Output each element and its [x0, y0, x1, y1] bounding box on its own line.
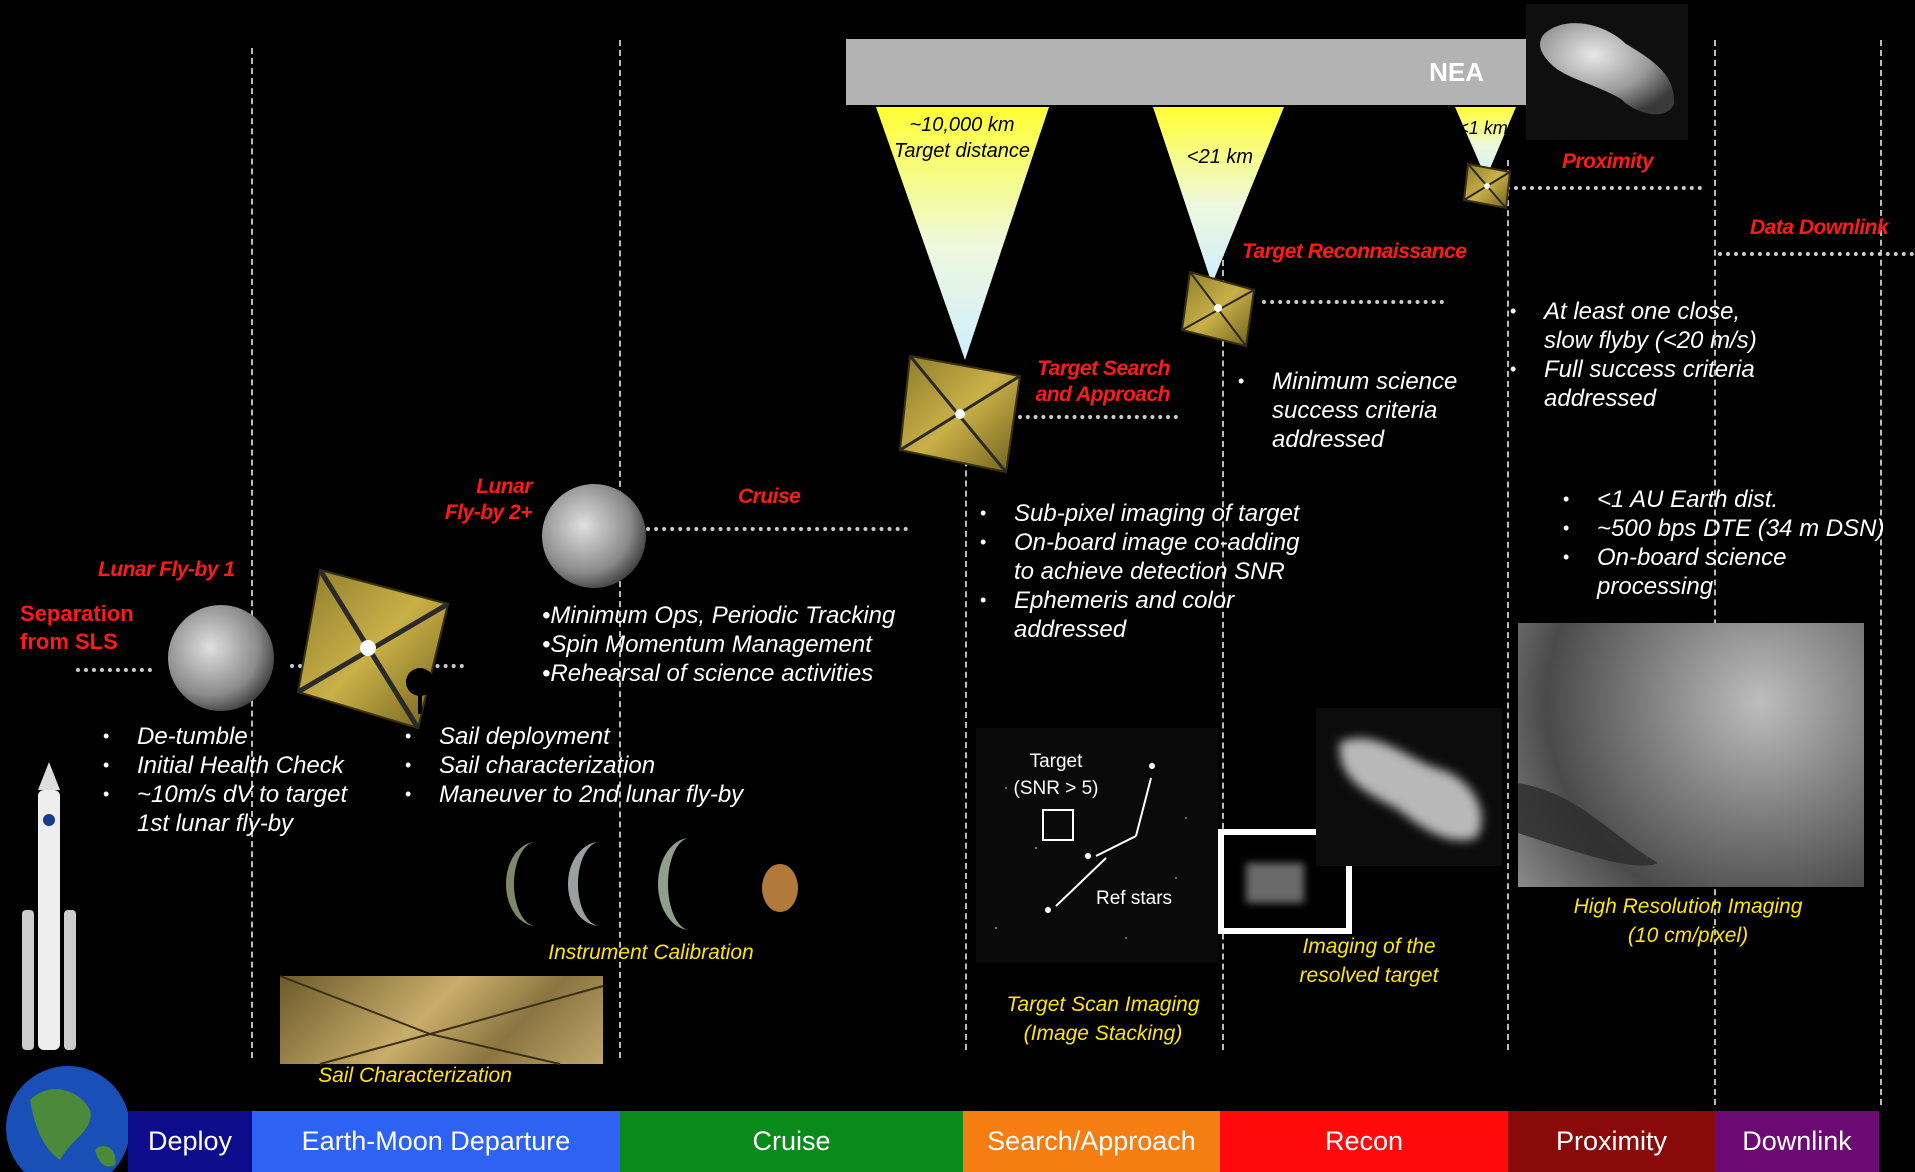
label-data-downlink: Data Downlink [1750, 216, 1889, 239]
sail-photo [279, 975, 604, 1065]
phase-proximity: Proximity [1508, 1111, 1715, 1172]
phase-downlink: Downlink [1715, 1111, 1879, 1172]
divider-cruise [965, 400, 967, 1050]
divider-search [1222, 250, 1224, 1050]
calibration-images [506, 838, 798, 930]
bullets-deploy: De-tumble Initial Health Check ~10m/s dV… [103, 722, 363, 838]
divider-recon [1507, 160, 1509, 1050]
phase-earth-moon-departure: Earth-Moon Departure [252, 1111, 620, 1172]
traj-4 [1018, 415, 1178, 419]
caption-sail: Sail Characterization [318, 1064, 512, 1087]
traj-1 [76, 668, 152, 672]
nea-label: NEA [1429, 57, 1484, 87]
sail-departure [296, 568, 450, 730]
label-target-recon: Target Reconnaissance [1242, 240, 1467, 263]
cone-recon [1153, 107, 1284, 284]
bullets-search: Sub-pixel imaging of target On-board ima… [980, 499, 1320, 644]
cone-proximity-label: <1 km [1458, 118, 1508, 138]
ref-stars-label: Ref stars [1096, 888, 1173, 909]
asteroid-image [1526, 4, 1688, 140]
traj-5 [1262, 300, 1444, 304]
phase-search-approach: Search/Approach [963, 1111, 1220, 1172]
star-field-image: Target(SNR > 5) Ref stars [976, 728, 1218, 962]
bullets-proximity: At least one close, slow flyby (<20 m/s)… [1510, 297, 1810, 413]
phase-cruise: Cruise [620, 1111, 963, 1172]
cone-search [876, 107, 1049, 360]
caption-high-res: High Resolution Imaging(10 cm/pixel) [1573, 895, 1803, 947]
bullets-cruise: •Minimum Ops, Periodic Tracking •Spin Mo… [542, 602, 896, 687]
moon-1 [168, 605, 274, 711]
label-lunar-flyby-1: Lunar Fly-by 1 [98, 558, 235, 581]
phase-deploy: Deploy [128, 1111, 252, 1172]
cone-recon-label: <21 km [1186, 146, 1254, 168]
traj-3 [638, 527, 908, 531]
sail-recon [1180, 270, 1256, 348]
cone-proximity [1455, 107, 1516, 178]
label-cruise: Cruise [738, 485, 801, 508]
traj-6 [1506, 186, 1702, 190]
nea-bar: NEA [846, 39, 1526, 105]
resolved-target-image [1316, 708, 1502, 866]
bullets-departure: Sail deployment Sail characterization Ma… [405, 722, 805, 809]
divider-downlink [1880, 40, 1882, 1105]
earth-image [6, 1066, 130, 1172]
bullets-recon: Minimum science success criteria address… [1238, 367, 1478, 454]
caption-instrument: Instrument Calibration [548, 941, 754, 964]
target-label: Target(SNR > 5) [1013, 751, 1099, 799]
traj-7 [1718, 252, 1914, 256]
caption-target-scan: Target Scan Imaging(Image Stacking) [1006, 993, 1200, 1045]
divider-proximity [1714, 40, 1716, 1105]
label-proximity: Proximity [1562, 150, 1654, 173]
divider-deploy [251, 48, 253, 1058]
phase-recon: Recon [1220, 1111, 1508, 1172]
moon-2 [542, 484, 646, 588]
resolved-target-box [1218, 829, 1352, 934]
sail-proximity [1462, 162, 1512, 210]
rocket-image [22, 762, 76, 1050]
high-res-surface-image [1518, 623, 1864, 887]
target-box [1042, 809, 1074, 841]
sail-search [898, 354, 1022, 474]
bullets-downlink: <1 AU Earth dist. ~500 bps DTE (34 m DSN… [1563, 485, 1913, 601]
